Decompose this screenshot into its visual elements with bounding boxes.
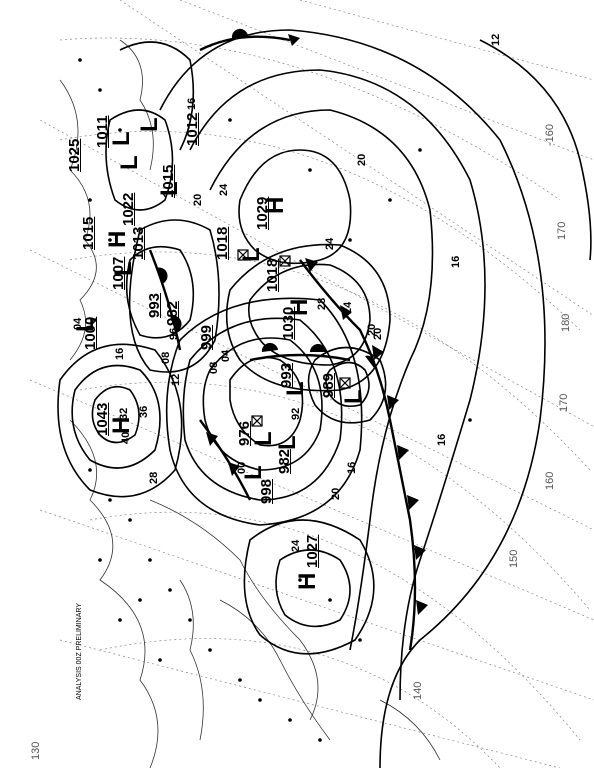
isobar-label: 12 [170,373,182,386]
isobar-label: 20 [192,193,204,206]
isobar-label: 04 [72,317,84,330]
isobar-label: 24 [218,183,230,196]
low-center: L [340,389,367,404]
isobar-label: 36 [138,405,150,418]
isobar-label: 24 [342,301,354,314]
pressure-value: 1018 [264,258,281,292]
low-pressure-value: 982 [276,448,293,474]
pressure-value: 1025 [66,138,83,172]
high-center: H [294,572,321,590]
graticule [29,0,594,768]
low-center: L [136,117,163,132]
longitude-label: 130 [30,741,42,760]
low-pressure-value: 976 [236,420,253,446]
low-center: L [116,155,143,170]
isobar-label: 24 [324,237,336,250]
isobar-label: 32 [118,407,130,420]
isobar-label: 16 [436,433,448,446]
low-pressure-value: 998 [258,478,275,504]
low-pressure-value: 1018 [214,226,231,260]
high-pressure-value: 1043 [94,402,111,436]
high-pressure-value: 1027 [304,534,321,568]
isobar-label: 28 [316,297,328,310]
longitude-label: 170 [556,221,568,240]
isobar-label: 04 [220,349,232,362]
isobar-label: 40 [120,431,132,444]
low-pressure-value: 993 [278,362,295,388]
isobar-label: 24 [290,539,302,552]
low-pressure-value: 989 [320,372,337,398]
longitude-label: 140 [412,681,424,700]
isobars [57,29,592,768]
high-pressure-value: 1015 [80,216,97,250]
isobar-label: 20 [330,487,342,500]
longitude-label: 150 [508,549,520,568]
low-pressure-value: 1012 [184,112,201,146]
isobar-label: 16 [346,461,358,474]
isobar-label: 00 [236,461,248,474]
isobar-label: 20 [356,153,368,166]
pressure-value: 999 [198,324,215,350]
isobar-label: 20 [372,327,384,340]
longitude-label: 170 [558,393,570,412]
chart-stamp: ANALYSIS 00Z PRELIMINARY [76,603,83,700]
coastlines [59,39,441,768]
low-center: L [274,435,301,450]
station-plots [78,58,472,742]
low-center: L [238,247,265,262]
pressure-value: 982 [164,300,181,326]
low-pressure-value: 1022 [120,192,137,226]
longitude-label: 180 [560,313,572,332]
high-center: H [104,230,131,248]
low-center: L [108,131,135,146]
longitude-label: -160 [544,123,556,146]
isobar-label: 28 [148,471,160,484]
low-pressure-value: 1000 [82,316,99,350]
low-pressure-value: 1015 [160,164,177,198]
low-pressure-value: 1011 [94,115,111,148]
isobar-label: 16 [114,347,126,360]
isobar-label: 12 [490,33,502,46]
cold-front-barbs [206,34,428,615]
pressure-value: 993 [146,292,163,318]
low-pressure-value: 1007 [110,256,127,290]
isobar-label: 08 [208,361,220,374]
warm-front-bumps [156,28,376,368]
high-pressure-value: 1029 [254,196,271,230]
center-marks [237,249,351,427]
isobar-label: 92 [290,407,302,420]
isobar-label: 96 [168,327,180,340]
high-pressure-value: 1030 [280,306,297,340]
isobar-label: 08 [160,351,172,364]
pressure-value: 1013 [130,226,147,260]
isobar-label: 16 [450,255,462,268]
longitude-label: 160 [544,471,556,490]
isobar-label: 16 [186,97,198,110]
